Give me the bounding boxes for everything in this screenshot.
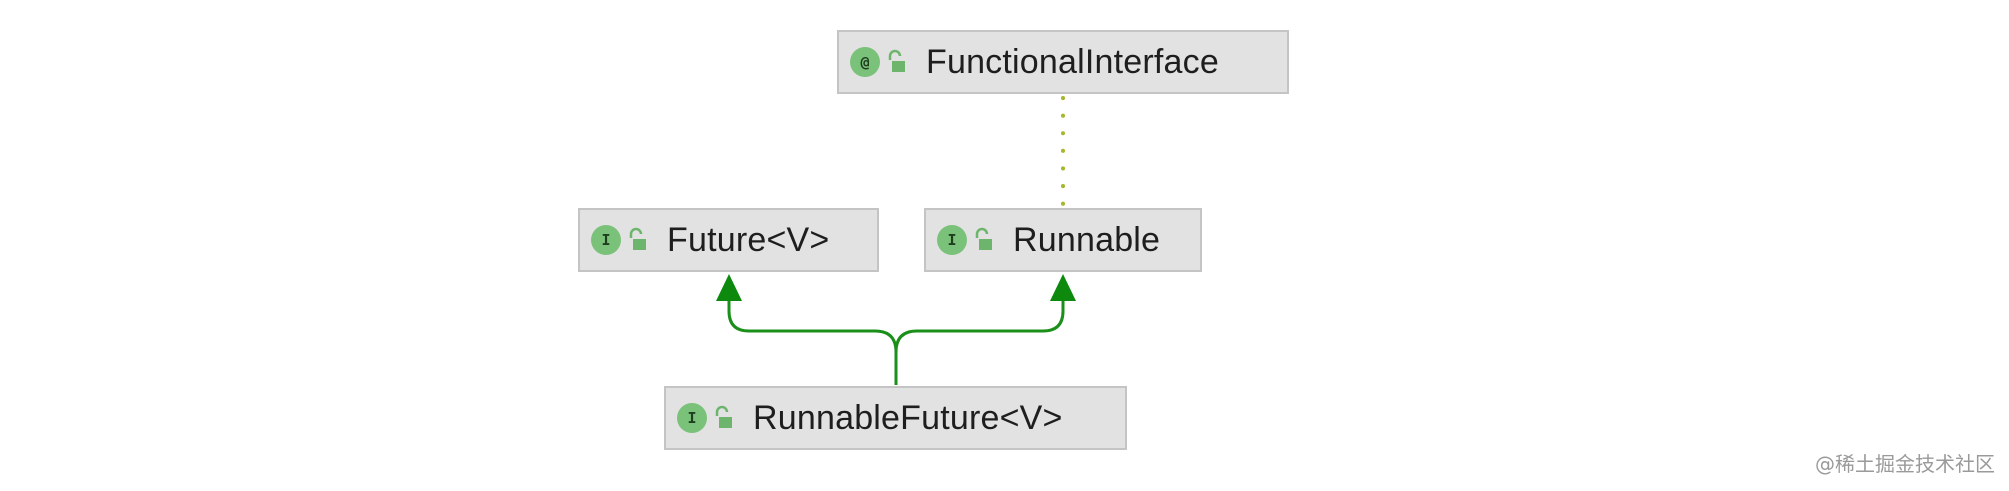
interface-icon: I xyxy=(677,403,707,433)
annotation-type-icon: @ xyxy=(850,47,880,77)
node-label: Future<V> xyxy=(667,220,830,259)
node-future[interactable]: I Future<V> xyxy=(578,208,879,272)
public-lock-icon xyxy=(888,49,905,72)
interface-icon: I xyxy=(591,225,621,255)
arrowhead-future xyxy=(716,274,742,301)
node-functional-interface[interactable]: @ FunctionalInterface xyxy=(837,30,1289,94)
public-lock-icon xyxy=(629,227,646,250)
public-lock-icon xyxy=(975,227,992,250)
node-runnable[interactable]: I Runnable xyxy=(924,208,1202,272)
node-label: FunctionalInterface xyxy=(926,42,1219,81)
interface-icon: I xyxy=(937,225,967,255)
public-lock-icon xyxy=(715,405,732,428)
node-runnable-future[interactable]: I RunnableFuture<V> xyxy=(664,386,1127,450)
edge-runnablefuture-future xyxy=(727,298,898,385)
watermark-text: @稀土掘金技术社区 xyxy=(1815,452,1995,476)
edge-runnablefuture-runnable xyxy=(894,298,1065,385)
arrowhead-runnable xyxy=(1050,274,1076,301)
node-label: RunnableFuture<V> xyxy=(753,398,1063,437)
node-label: Runnable xyxy=(1013,220,1161,259)
